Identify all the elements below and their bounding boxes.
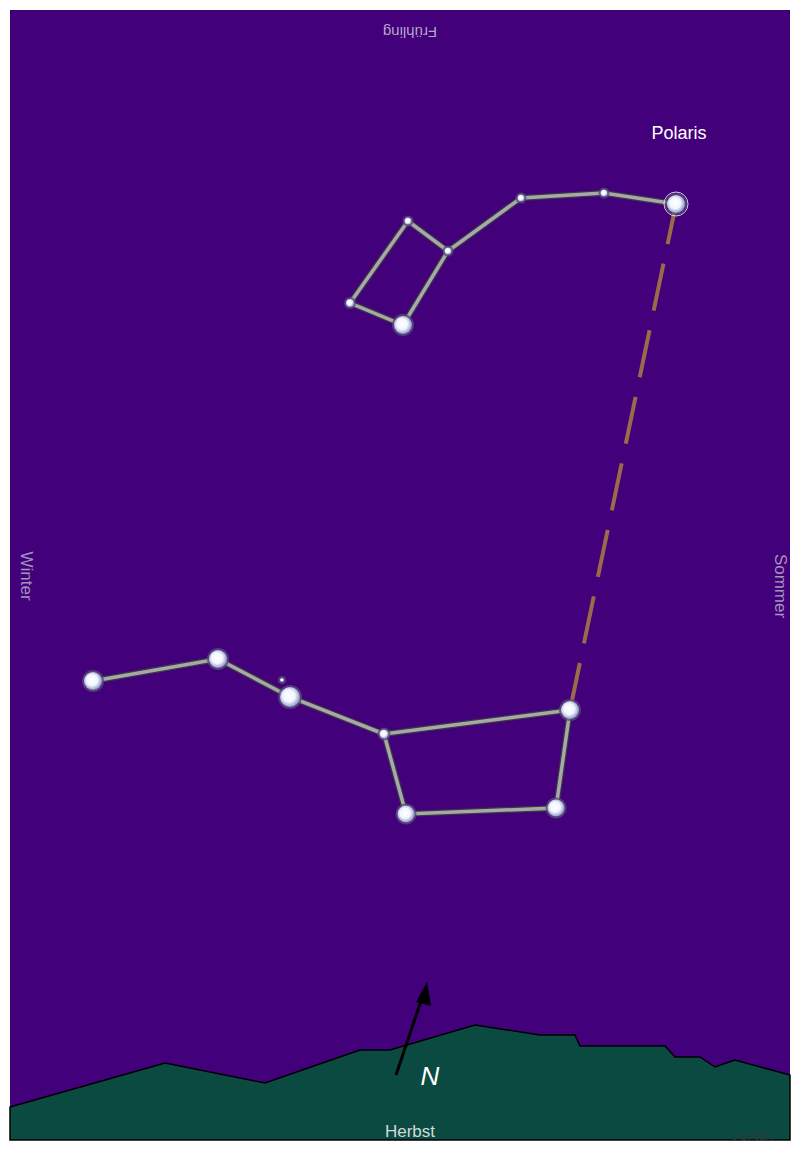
season-label: Frühling — [383, 25, 437, 40]
season-label: Sommer — [772, 554, 789, 618]
constellation-line — [93, 659, 384, 734]
star — [445, 248, 452, 255]
star — [667, 195, 685, 213]
star-halo — [403, 216, 414, 227]
star-halo — [392, 314, 414, 336]
star-halo — [599, 188, 610, 199]
star — [548, 800, 565, 817]
star — [601, 190, 608, 197]
star-halo — [344, 297, 356, 309]
star-name: Polaris — [651, 124, 706, 142]
constellation-line-edge — [448, 193, 676, 251]
star-halo — [378, 728, 391, 741]
star — [518, 195, 525, 202]
star — [405, 218, 412, 225]
north-arrowhead — [416, 982, 431, 1006]
season-label: Winter — [18, 551, 35, 600]
constellation-line — [384, 710, 570, 814]
constellation-line-edge — [93, 659, 384, 734]
constellation-line — [350, 221, 448, 325]
constellation-line — [448, 193, 676, 251]
star — [346, 299, 354, 307]
constellation-line-edge — [384, 710, 570, 814]
star — [84, 672, 102, 690]
star — [209, 650, 227, 668]
star-halo — [396, 804, 417, 825]
star-halo — [665, 193, 687, 215]
star-halo — [207, 648, 229, 670]
pointer-line — [570, 204, 676, 710]
stars — [82, 188, 688, 825]
star-halo — [443, 246, 454, 257]
star-halo — [82, 670, 104, 692]
star — [280, 678, 284, 682]
star — [380, 730, 389, 739]
star-halo — [278, 676, 286, 684]
polaris-ring — [664, 192, 688, 216]
constellation-line-edge — [350, 221, 448, 325]
star-halo — [516, 193, 527, 204]
star — [280, 687, 300, 707]
star-halo — [546, 798, 567, 819]
direction-label: N — [421, 1063, 440, 1089]
star — [394, 316, 412, 334]
star-halo — [559, 699, 581, 721]
star-halo — [278, 685, 302, 709]
star — [561, 701, 579, 719]
north-arrow — [396, 995, 423, 1075]
night-sky — [10, 10, 790, 1140]
copyright-note: © DF8ZR — [731, 1132, 773, 1142]
constellation-lines — [93, 193, 676, 814]
horizon-ground — [10, 1025, 790, 1140]
star — [398, 806, 415, 823]
season-label: Herbst — [385, 1123, 435, 1140]
